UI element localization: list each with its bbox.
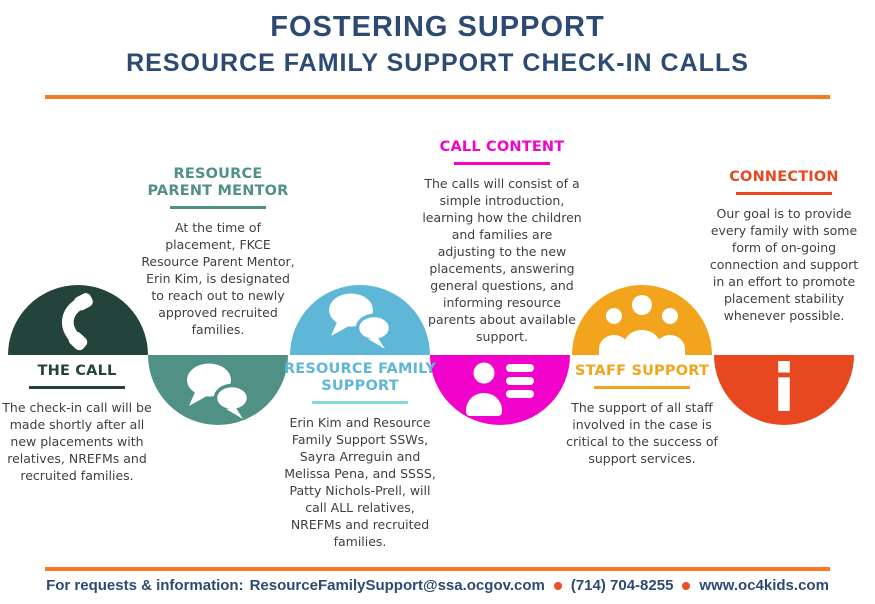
section-resource-family-support: RESOURCE FAMILY SUPPORT Erin Kim and Res… (281, 361, 439, 550)
section-heading: RESOURCE PARENT MENTOR (147, 166, 289, 199)
footer-website[interactable]: www.oc4kids.com (699, 577, 829, 594)
section-staff-support: STAFF SUPPORT The support of all staff i… (563, 363, 721, 467)
section-body: The check-in call will be made shortly a… (2, 400, 152, 483)
page-subtitle: RESOURCE FAMILY SUPPORT CHECK-IN CALLS (126, 48, 749, 77)
footer-email[interactable]: ResourceFamilySupport@ssa.ocgov.com (249, 577, 545, 594)
semicircle-the-call (8, 285, 148, 355)
heading-underline (312, 401, 408, 404)
semicircle-connection (714, 355, 854, 425)
bullet-separator-icon (553, 581, 562, 590)
section-heading: STAFF SUPPORT (574, 363, 710, 379)
section-connection: CONNECTION Our goal is to provide every … (705, 169, 863, 324)
speech-bubbles-icon (329, 293, 393, 349)
semicircle-resource-family-support (290, 285, 430, 355)
section-body: At the time of placement, FKCE Resource … (141, 220, 295, 337)
people-group-icon (599, 295, 685, 355)
semicircle-call-content (430, 355, 570, 425)
header-divider (45, 95, 830, 99)
footer-text: For requests & information: ResourceFami… (0, 577, 875, 594)
heading-underline (29, 386, 125, 389)
heading-underline (454, 162, 550, 165)
bullet-separator-icon (682, 581, 691, 590)
header: FOSTERING SUPPORT RESOURCE FAMILY SUPPOR… (0, 10, 875, 78)
section-heading: RESOURCE FAMILY SUPPORT (283, 361, 437, 394)
section-heading: CALL CONTENT (439, 139, 565, 155)
semicircle-resource-parent-mentor (148, 355, 288, 425)
section-body: The calls will consist of a simple intro… (422, 176, 582, 344)
page-title: FOSTERING SUPPORT (270, 11, 605, 43)
speech-bubbles-icon (187, 363, 251, 419)
section-body: Erin Kim and Resource Family Support SSW… (284, 415, 436, 549)
section-resource-parent-mentor: RESOURCE PARENT MENTOR At the time of pl… (139, 166, 297, 338)
section-body: Our goal is to provide every family with… (709, 206, 859, 323)
section-heading: THE CALL (37, 363, 117, 379)
section-call-content: CALL CONTENT The calls will consist of a… (421, 139, 583, 345)
heading-underline (170, 206, 266, 209)
section-body: The support of all staff involved in the… (566, 400, 718, 466)
footer-divider (45, 567, 830, 571)
heading-underline (594, 386, 690, 389)
footer-phone: (714) 704-8255 (570, 577, 674, 594)
phone-icon (62, 293, 93, 351)
section-heading: CONNECTION (729, 169, 839, 185)
info-icon (778, 361, 790, 411)
semicircle-staff-support (572, 285, 712, 355)
footer-label: For requests & information: (46, 577, 244, 594)
section-the-call: THE CALL The check-in call will be made … (0, 363, 156, 484)
heading-underline (736, 192, 832, 195)
person-list-icon (466, 362, 534, 416)
